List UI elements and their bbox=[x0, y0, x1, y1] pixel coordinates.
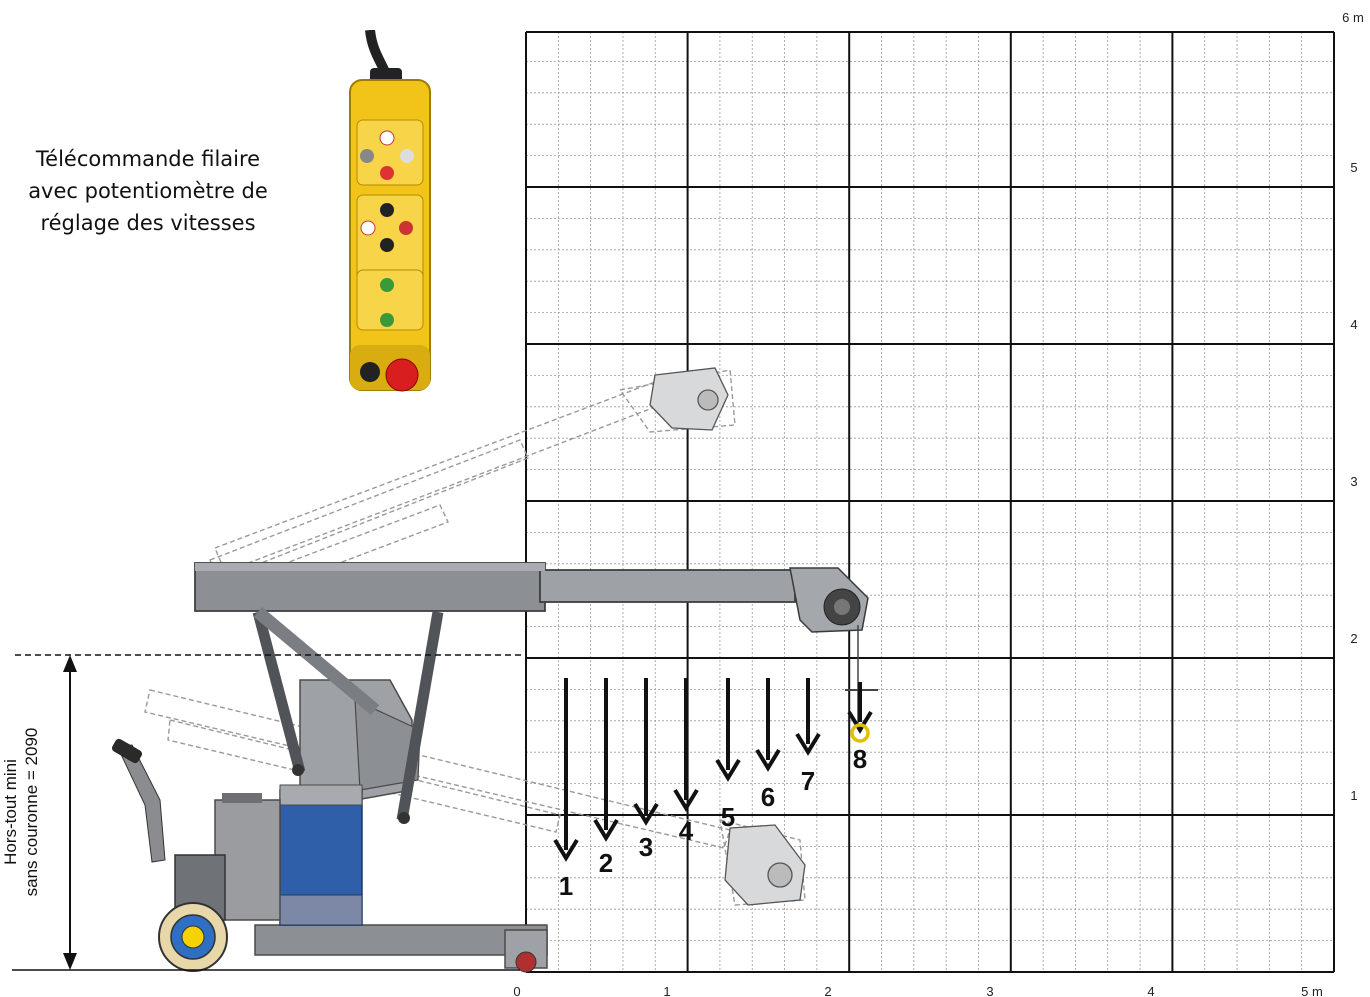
boom-up-icon bbox=[380, 203, 394, 217]
rotate-left-icon bbox=[360, 220, 376, 236]
major-grid bbox=[525, 31, 1335, 973]
arrow-right-icon bbox=[400, 149, 414, 163]
boom-down-icon bbox=[380, 238, 394, 252]
arrow-left-icon bbox=[360, 149, 374, 163]
x-tick-label: 1 bbox=[663, 984, 670, 997]
height-caption-line2: sans couronne = 2090 bbox=[22, 727, 41, 897]
arrow-head-icon bbox=[553, 838, 579, 862]
x-tick-label: 3 bbox=[986, 984, 993, 997]
rotate-right-icon bbox=[399, 221, 413, 235]
remote-caption-line3: réglage des vitesses bbox=[40, 211, 256, 235]
load-position-label: 2 bbox=[599, 848, 613, 878]
y-tick-label: 6 m bbox=[1342, 10, 1364, 25]
load-position-label: 3 bbox=[639, 832, 653, 862]
y-tick-label: 5 bbox=[1350, 160, 1357, 175]
remote-caption-line1: Télécommande filaire bbox=[35, 147, 261, 171]
arrow-head-icon bbox=[593, 818, 619, 842]
load-arrow-8: 8 bbox=[847, 682, 873, 774]
y-tick-label: 1 bbox=[1350, 788, 1357, 803]
arrow-head-icon bbox=[715, 758, 741, 782]
load-position-label: 6 bbox=[761, 782, 775, 812]
emergency-stop-button bbox=[385, 358, 419, 392]
load-arrow-6: 6 bbox=[755, 678, 781, 812]
key-switch-icon bbox=[360, 362, 380, 382]
load-position-label: 5 bbox=[721, 802, 735, 832]
x-tick-label: 0 bbox=[513, 984, 520, 997]
remote-caption-line2: avec potentiomètre de bbox=[28, 179, 268, 203]
winch-down-icon bbox=[380, 313, 394, 327]
boom-head-lowered bbox=[724, 824, 806, 906]
x-axis-tick-labels: 0 1 2 3 4 5 m bbox=[513, 984, 1322, 997]
y-tick-label: 3 bbox=[1350, 474, 1357, 489]
arrow-head-icon bbox=[633, 802, 659, 826]
crane-body bbox=[111, 562, 878, 973]
arrow-up-icon bbox=[379, 130, 395, 146]
y-tick-label: 4 bbox=[1350, 317, 1357, 332]
load-arrow-7: 7 bbox=[795, 678, 821, 796]
hook-ring bbox=[850, 723, 870, 743]
remote-caption: Télécommande filaire avec potentiomètre … bbox=[0, 143, 296, 239]
load-position-label: 4 bbox=[679, 816, 694, 846]
height-caption-line1: Hors-tout mini bbox=[1, 759, 20, 865]
load-arrow-4: 4 bbox=[673, 678, 699, 846]
load-arrow-3: 3 bbox=[633, 678, 659, 862]
remote-control-pendant bbox=[349, 30, 431, 392]
load-position-label: 1 bbox=[559, 871, 573, 901]
arrow-head-icon bbox=[755, 748, 781, 772]
arrow-down-icon bbox=[380, 166, 394, 180]
boom-head-raised bbox=[649, 367, 729, 431]
load-position-label: 8 bbox=[853, 744, 867, 774]
load-arrow-2: 2 bbox=[593, 678, 619, 878]
arrow-head-icon bbox=[673, 788, 699, 812]
load-arrow-1: 1 bbox=[553, 678, 579, 901]
x-tick-label: 4 bbox=[1147, 984, 1154, 997]
load-arrow-5: 5 bbox=[715, 678, 741, 832]
load-position-label: 7 bbox=[801, 766, 815, 796]
winch-up-icon bbox=[380, 278, 394, 292]
arrow-head-icon bbox=[847, 710, 873, 734]
x-tick-label: 2 bbox=[824, 984, 831, 997]
arrow-head-icon bbox=[795, 732, 821, 756]
height-dimension bbox=[12, 654, 525, 971]
y-tick-label: 2 bbox=[1350, 631, 1357, 646]
x-tick-label: 5 m bbox=[1301, 984, 1323, 997]
y-axis-tick-labels: 1 2 3 4 5 6 m bbox=[1342, 10, 1364, 803]
